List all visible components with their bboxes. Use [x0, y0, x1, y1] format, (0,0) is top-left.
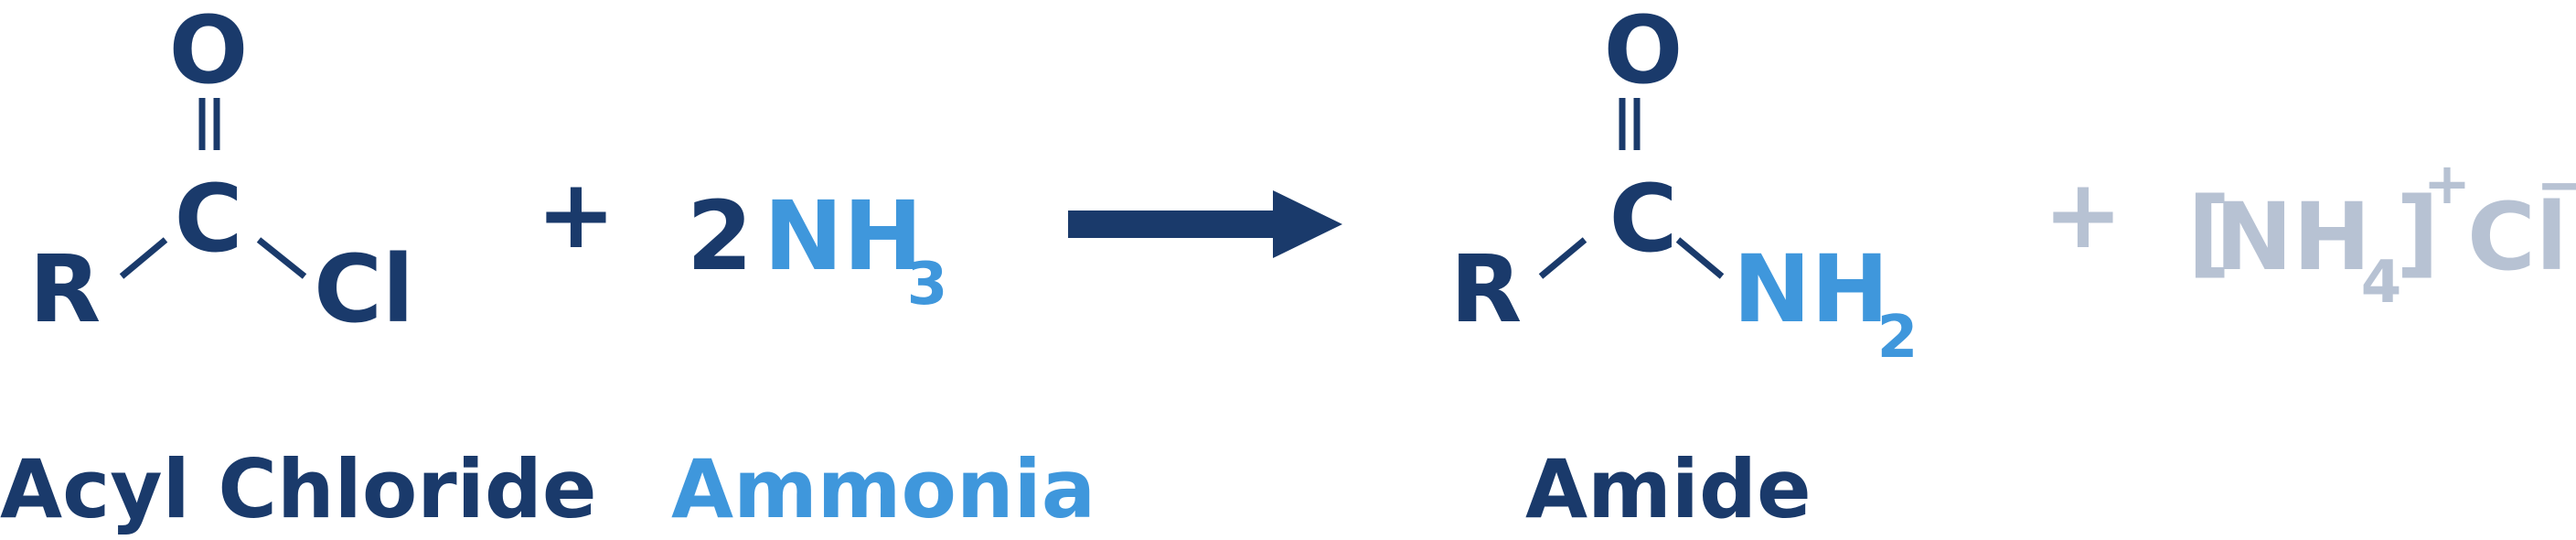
chloride-ion: Cl	[2467, 183, 2568, 292]
amide-c-n-bond	[1675, 237, 1725, 279]
amide-c-r-bond	[1538, 237, 1587, 279]
amide-oxygen-atom: O	[1604, 0, 1683, 105]
ammonia-coefficient: 2	[687, 180, 753, 292]
acyl-c-cl-bond	[256, 237, 307, 279]
plus-sign: +	[536, 158, 615, 270]
ammonium-nh-group: NH	[2215, 183, 2371, 292]
acyl-chloride-structure: O C R Cl	[29, 0, 414, 344]
ammonia-structure: 2 NH 3	[687, 180, 947, 319]
acyl-oxygen-atom: O	[169, 0, 249, 105]
ammonia-subscript: 3	[907, 251, 948, 319]
negative-charge: −	[2536, 152, 2576, 220]
positive-charge: +	[2423, 150, 2471, 217]
plus-sign-2: +	[2043, 158, 2122, 270]
ammonia-label: Ammonia	[671, 442, 1096, 536]
amide-nh-group: NH	[1733, 235, 1889, 344]
ammonium-subscript: 4	[2361, 249, 2402, 317]
right-arrow-icon	[1068, 190, 1342, 258]
amide-structure: O C R NH 2	[1450, 0, 1919, 372]
acyl-carbon-atom: C	[175, 165, 243, 274]
amide-subscript: 2	[1877, 304, 1919, 372]
amide-label: Amide	[1525, 442, 1812, 536]
open-bracket: [	[2187, 177, 2231, 288]
ammonium-chloride-structure: [ NH 4 ] + Cl −	[2187, 150, 2576, 317]
amide-carbon-atom: C	[1609, 165, 1678, 274]
close-bracket: ]	[2396, 177, 2440, 288]
acyl-r-group: R	[29, 235, 102, 344]
acyl-chloride-label: Acyl Chloride	[0, 442, 597, 536]
acyl-chlorine-atom: Cl	[314, 235, 414, 344]
ammonia-nh-group: NH	[764, 180, 923, 292]
amide-r-group: R	[1450, 235, 1523, 344]
acyl-c-r-bond	[119, 237, 168, 279]
